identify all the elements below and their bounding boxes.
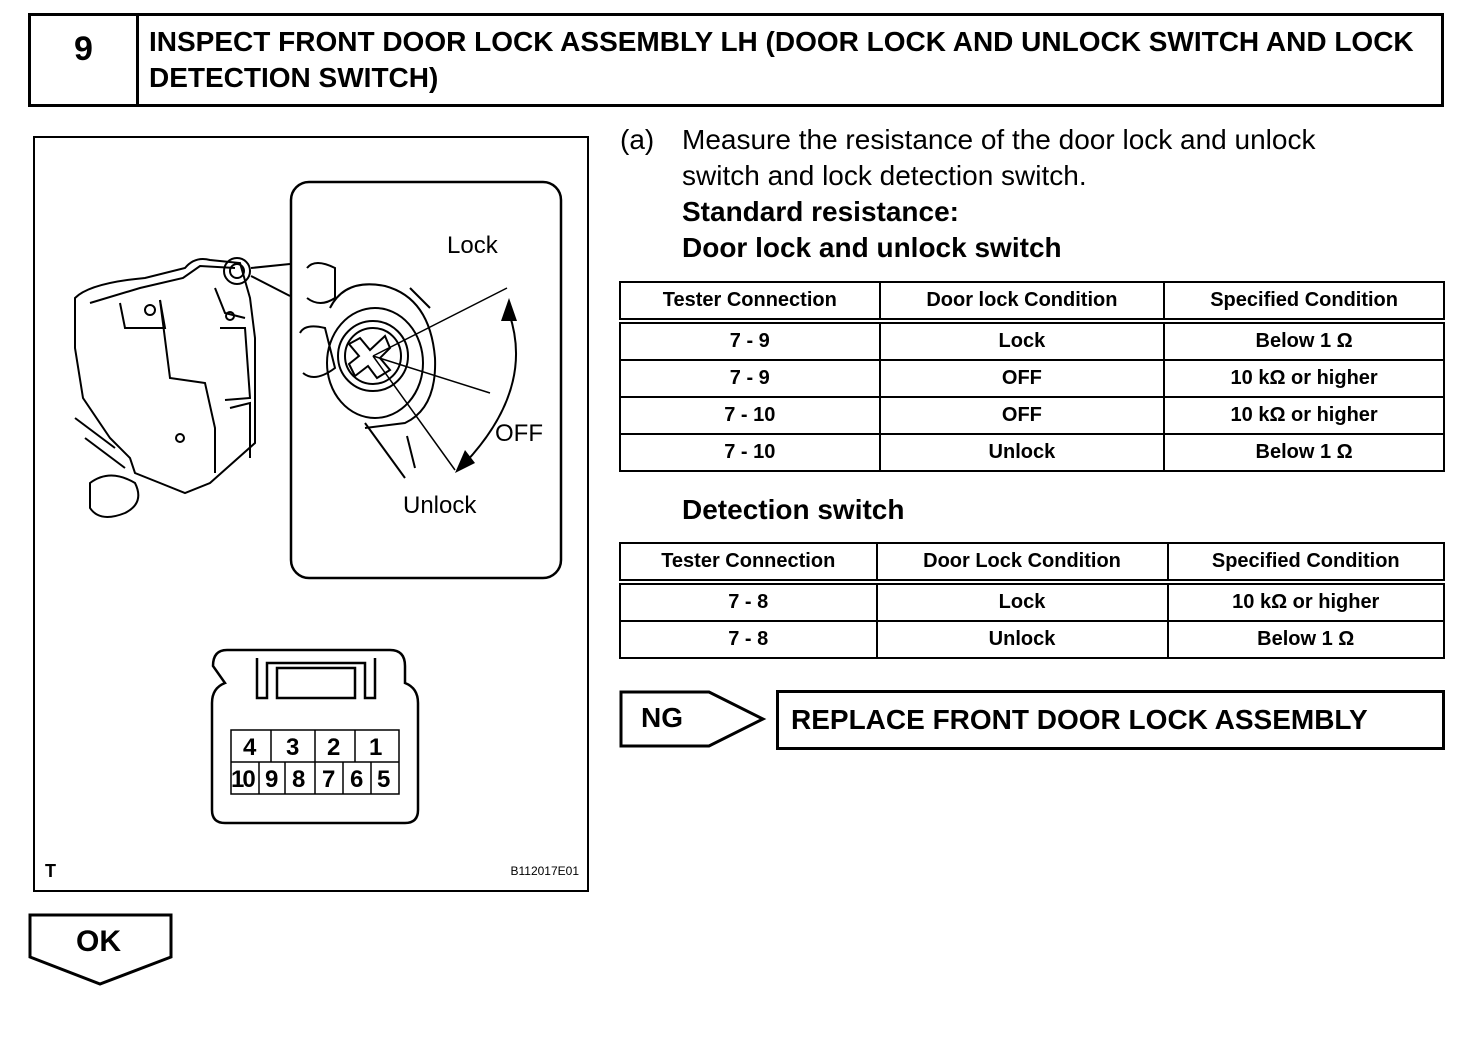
replace-action-box: REPLACE FRONT DOOR LOCK ASSEMBLY: [776, 690, 1445, 750]
detection-switch-table: Tester Connection Door Lock Condition Sp…: [619, 542, 1446, 659]
pin-label: 2: [327, 734, 341, 761]
pin-label: 4: [243, 734, 257, 761]
step-title: INSPECT FRONT DOOR LOCK ASSEMBLY LH (DOO…: [149, 26, 1414, 93]
figure-code: B112017E01: [510, 864, 579, 878]
pin-label: 5: [377, 766, 391, 793]
table-cell: Below 1 Ω: [1163, 320, 1445, 361]
instruction-text: Measure the resistance of the door lock …: [682, 122, 1402, 266]
door-lock-illustration: Lock OFF Unlock 4 3 2 1 10 9 8 7 6 5 T B…: [33, 136, 589, 892]
table-cell: Below 1 Ω: [1163, 433, 1445, 472]
pin-label: 1: [369, 734, 383, 761]
ok-arrow-shape: [28, 913, 173, 986]
table-row: 7 - 9 Lock Below 1 Ω: [619, 320, 1445, 361]
ok-arrow: OK: [28, 913, 176, 992]
table-cell: OFF: [878, 396, 1166, 435]
pin-label: 9: [265, 766, 279, 793]
lock-label: Lock: [447, 232, 498, 259]
column-header: Specified Condition: [1166, 542, 1446, 585]
table-cell: 7 - 9: [619, 359, 881, 398]
table-cell: 10 kΩ or higher: [1163, 396, 1445, 435]
pin-label: 3: [286, 734, 300, 761]
table-cell: Lock: [878, 320, 1166, 361]
column-header: Tester Connection: [619, 542, 878, 585]
table-header-row: Tester Connection Door lock Condition Sp…: [619, 281, 1445, 324]
table1-subtitle: Door lock and unlock switch: [682, 232, 1062, 263]
column-header: Door lock Condition: [878, 281, 1166, 324]
table-cell: 7 - 10: [619, 433, 881, 472]
table-cell: 7 - 10: [619, 396, 881, 435]
table2-subtitle: Detection switch: [682, 494, 905, 525]
table-cell: OFF: [878, 359, 1166, 398]
table-cell: Unlock: [878, 433, 1166, 472]
table-row: 7 - 10 Unlock Below 1 Ω: [619, 433, 1445, 472]
table-header-row: Tester Connection Door Lock Condition Sp…: [619, 542, 1446, 585]
door-lock-switch-table: Tester Connection Door lock Condition Sp…: [619, 281, 1445, 472]
table-cell: 7 - 8: [619, 620, 878, 659]
ng-arrow: NG: [619, 690, 769, 755]
table-cell: 7 - 8: [619, 581, 878, 622]
pin-label: 7: [322, 766, 336, 793]
instruction-body: Measure the resistance of the door lock …: [682, 124, 1316, 191]
table-row: 7 - 8 Lock 10 kΩ or higher: [619, 581, 1446, 622]
column-header: Tester Connection: [619, 281, 881, 324]
table-cell: 10 kΩ or higher: [1166, 581, 1446, 622]
column-header: Specified Condition: [1163, 281, 1445, 324]
lock-assembly-drawing: [74, 180, 563, 825]
pin-label: 8: [292, 766, 306, 793]
ng-arrow-shape: [619, 690, 767, 748]
table-row: 7 - 9 OFF 10 kΩ or higher: [619, 359, 1445, 398]
table-cell: Lock: [875, 581, 1169, 622]
table-cell: Below 1 Ω: [1166, 620, 1446, 659]
ok-label: OK: [76, 925, 121, 958]
step-number: 9: [31, 16, 139, 104]
ng-label: NG: [641, 702, 683, 733]
table-row: 7 - 8 Unlock Below 1 Ω: [619, 620, 1446, 659]
pin-label: 6: [350, 766, 364, 793]
unlock-label: Unlock: [403, 492, 477, 519]
table-cell: 7 - 9: [619, 320, 881, 361]
standard-resistance-label: Standard resistance:: [682, 196, 959, 227]
table-cell: Unlock: [875, 620, 1169, 659]
figure-mark: T: [45, 861, 56, 881]
pin-label: 10: [231, 766, 256, 793]
table-cell: 10 kΩ or higher: [1163, 359, 1445, 398]
step-header: 9 INSPECT FRONT DOOR LOCK ASSEMBLY LH (D…: [28, 13, 1444, 107]
table-row: 7 - 10 OFF 10 kΩ or higher: [619, 396, 1445, 435]
off-label: OFF: [495, 420, 543, 447]
column-header: Door Lock Condition: [875, 542, 1169, 585]
instruction-label: (a): [620, 124, 655, 155]
